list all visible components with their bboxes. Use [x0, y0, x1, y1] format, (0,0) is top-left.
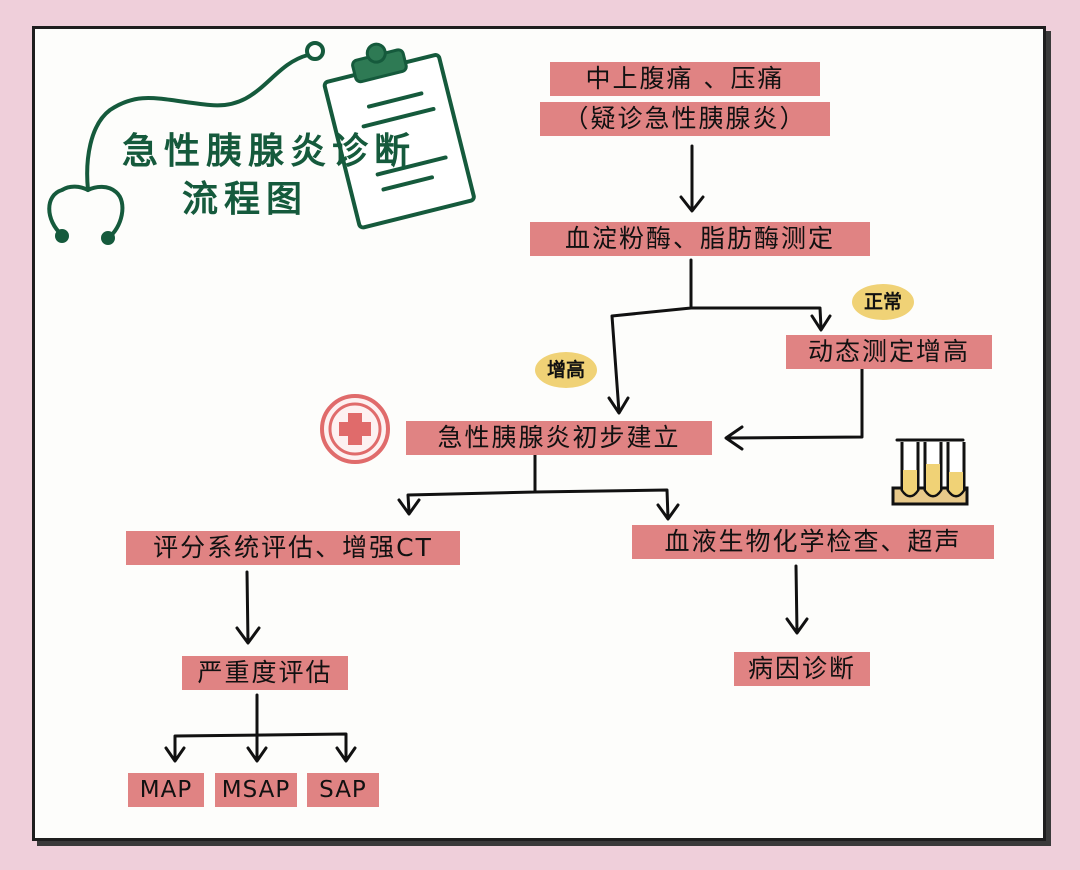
node-blood-exam: 血液生物化学检查、超声 [632, 525, 994, 559]
node-symptom-line1: 中上腹痛 、压痛 [550, 62, 820, 96]
clipboard-icon [322, 42, 476, 230]
node-dynamic-test: 动态测定增高 [786, 335, 992, 369]
node-score-eval: 评分系统评估、增强CT [126, 531, 460, 565]
arrow-dynamic-to-initial [724, 366, 864, 451]
node-msap: MSAP [215, 773, 297, 807]
arrow-symptom-to-enzyme [679, 144, 705, 213]
node-sap: SAP [307, 773, 379, 807]
arrow-enzyme-branch [607, 258, 832, 415]
arrow-blood-to-etiology [785, 564, 809, 635]
diagram-title-line2: 流程图 [182, 179, 309, 220]
node-enzyme-test: 血淀粉酶、脂肪酶测定 [530, 222, 870, 256]
stethoscope-icon [47, 41, 325, 245]
arrow-initial-branch [397, 453, 680, 521]
node-etiology: 病因诊断 [734, 652, 870, 686]
diagram-title-line1: 急性胰腺炎诊断 [122, 131, 417, 172]
arrow-score-to-severity [235, 570, 261, 645]
node-severity-eval: 严重度评估 [182, 656, 348, 690]
arrow-severity-branch [164, 693, 357, 763]
node-symptom-line2: （疑诊急性胰腺炎） [540, 102, 830, 136]
node-map: MAP [128, 773, 204, 807]
medical-cross-icon [320, 394, 390, 464]
node-initial-diagnosis: 急性胰腺炎初步建立 [406, 421, 712, 455]
label-normal: 正常 [852, 284, 914, 320]
test-tubes-icon [891, 438, 969, 506]
label-elevated: 增高 [535, 352, 597, 388]
